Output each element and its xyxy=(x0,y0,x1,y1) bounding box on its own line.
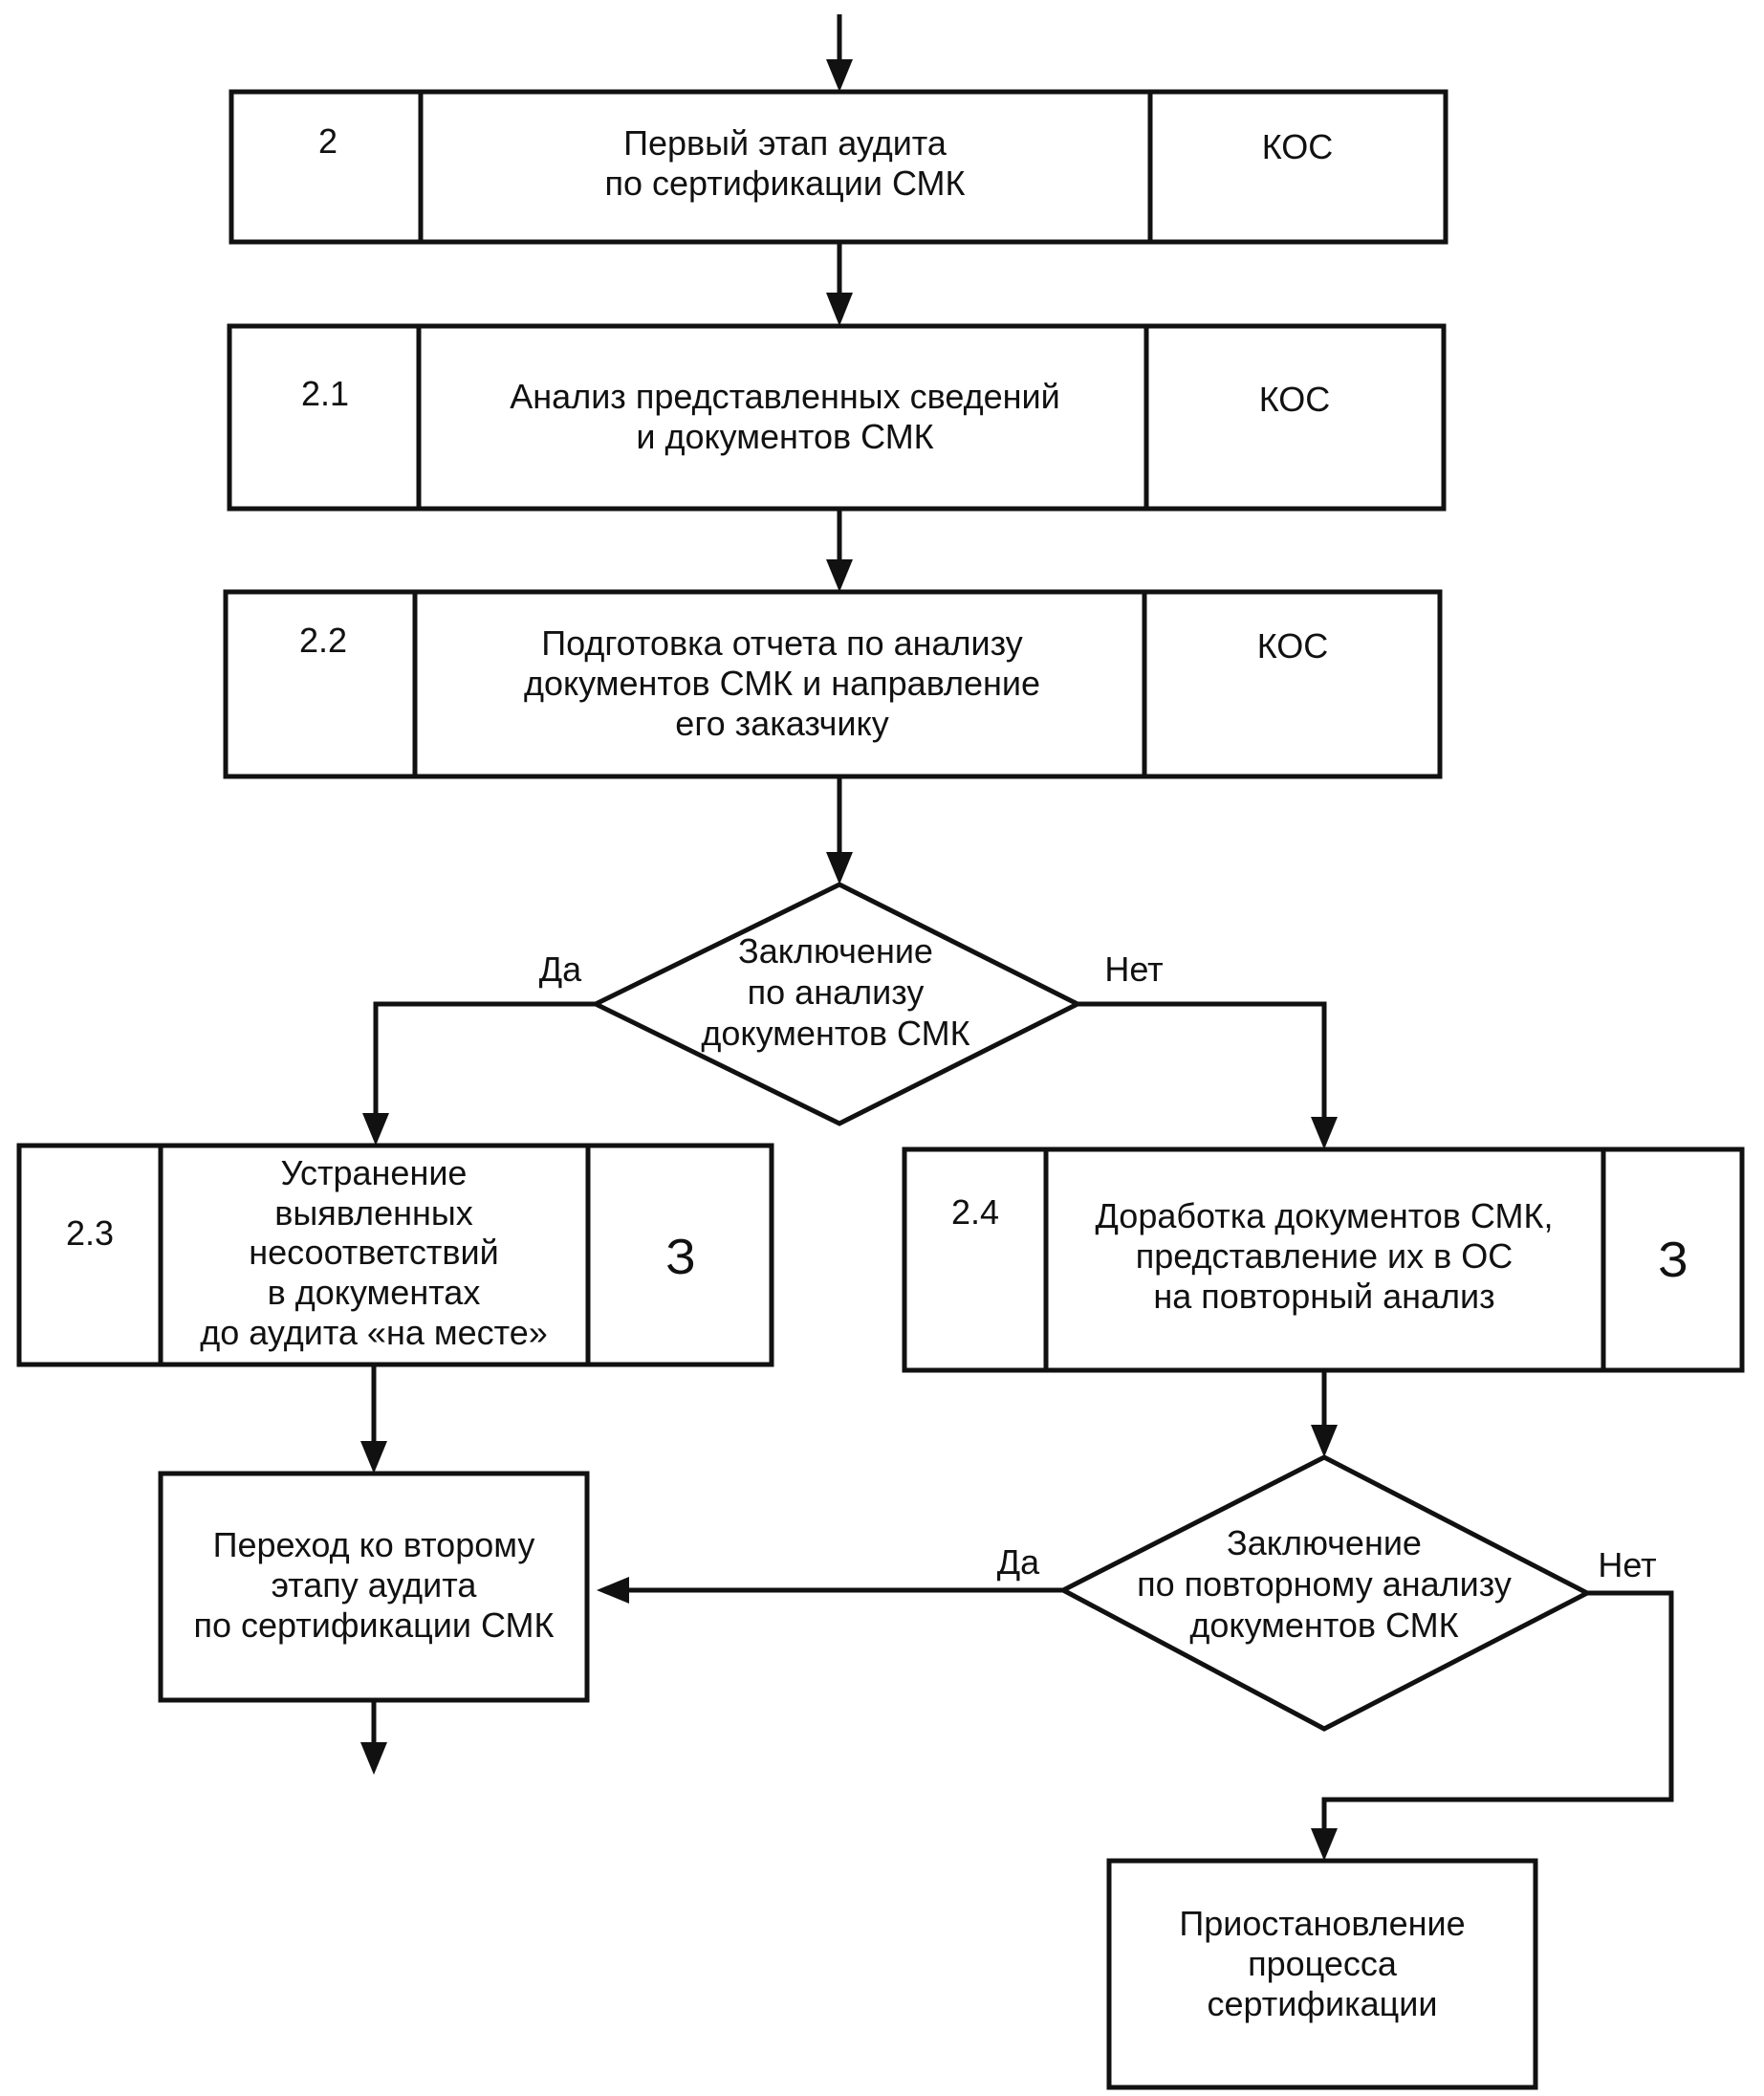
arrow-decision-1-yes xyxy=(362,1001,596,1146)
step-number: 2.3 xyxy=(66,1213,114,1253)
terminal-label-line: этапу аудита xyxy=(272,1565,478,1605)
step-number: 2.2 xyxy=(299,621,347,660)
arrow-exit xyxy=(360,1700,387,1775)
step-label-line: по сертификации СМК xyxy=(604,164,965,203)
step-label-line: документов СМК и направление xyxy=(524,664,1040,703)
no-label: Нет xyxy=(1104,950,1163,989)
connectors xyxy=(360,14,1674,1861)
decision-label-line: документов СМК xyxy=(701,1014,969,1053)
yes-label: Да xyxy=(539,950,582,989)
arrow-2-1-to-2-2 xyxy=(826,509,853,592)
terminal-label-line: Переход ко второму xyxy=(213,1525,535,1564)
decision-label-line: документов СМК xyxy=(1189,1605,1458,1645)
decision-label-line: Заключение xyxy=(738,931,933,971)
step-label-line: на повторный анализ xyxy=(1153,1277,1494,1316)
decision-2: Заключение по повторному анализу докумен… xyxy=(997,1454,1657,1732)
step-actor: КОС xyxy=(1257,626,1329,666)
no-label: Нет xyxy=(1598,1545,1656,1584)
step-2-2: 2.2 Подготовка отчета по анализу докумен… xyxy=(223,589,1443,779)
arrow-2-4-to-decision-2 xyxy=(1311,1370,1338,1457)
terminal-next-stage: Переход ко второму этапу аудита по серти… xyxy=(158,1471,590,1703)
terminal-suspend: Приостановление процесса сертификации xyxy=(1106,1858,1538,2090)
step-actor: КОС xyxy=(1262,127,1334,166)
step-label-line: Устранение xyxy=(281,1153,468,1192)
step-actor: З xyxy=(1658,1233,1688,1288)
terminal-label-line: процесса xyxy=(1248,1944,1398,1983)
terminal-label-line: сертификации xyxy=(1208,1984,1438,2023)
step-number: 2.4 xyxy=(951,1192,999,1232)
step-2: 2 Первый этап аудита по сертификации СМК… xyxy=(229,89,1448,245)
step-label-line: несоответствий xyxy=(249,1233,499,1272)
arrow-decision-2-yes xyxy=(597,1577,1063,1604)
decision-label-line: по анализу xyxy=(748,972,925,1012)
arrow-entry xyxy=(826,14,853,92)
terminal-label-line: Приостановление xyxy=(1179,1904,1465,1943)
step-actor: КОС xyxy=(1259,380,1331,419)
step-label-line: до аудита «на месте» xyxy=(200,1313,548,1352)
step-label-line: Анализ представленных сведений xyxy=(510,377,1059,416)
step-number: 2.1 xyxy=(301,374,349,413)
step-label-line: Подготовка отчета по анализу xyxy=(541,623,1023,663)
step-label-line: Первый этап аудита xyxy=(623,123,947,163)
step-2-1: 2.1 Анализ представленных сведений и док… xyxy=(227,323,1447,512)
decision-1: Заключение по анализу документов СМК Да … xyxy=(539,882,1164,1126)
step-label-line: выявленных xyxy=(274,1193,472,1233)
arrow-2-3-to-next-stage xyxy=(360,1365,387,1474)
arrow-2-2-to-decision-1 xyxy=(826,776,853,884)
step-2-4: 2.4 Доработка документов СМК, представле… xyxy=(902,1146,1745,1373)
step-number: 2 xyxy=(318,121,338,161)
step-label-line: и документов СМК xyxy=(636,417,933,456)
arrow-2-to-2-1 xyxy=(826,242,853,326)
step-label-line: Доработка документов СМК, xyxy=(1096,1196,1554,1235)
step-label-line: его заказчику xyxy=(675,704,888,743)
step-label-line: представление их в ОС xyxy=(1136,1236,1513,1276)
terminal-label-line: по сертификации СМК xyxy=(193,1605,554,1645)
arrow-decision-1-no xyxy=(1078,1001,1338,1149)
step-label-line: в документах xyxy=(268,1273,481,1312)
decision-label-line: Заключение xyxy=(1227,1523,1422,1562)
arrow-decision-2-no xyxy=(1311,1590,1674,1861)
decision-label-line: по повторному анализу xyxy=(1137,1564,1512,1604)
step-actor: З xyxy=(665,1230,695,1285)
yes-label: Да xyxy=(997,1542,1040,1582)
step-2-3: 2.3 Устранение выявленных несоответствий… xyxy=(16,1143,774,1367)
